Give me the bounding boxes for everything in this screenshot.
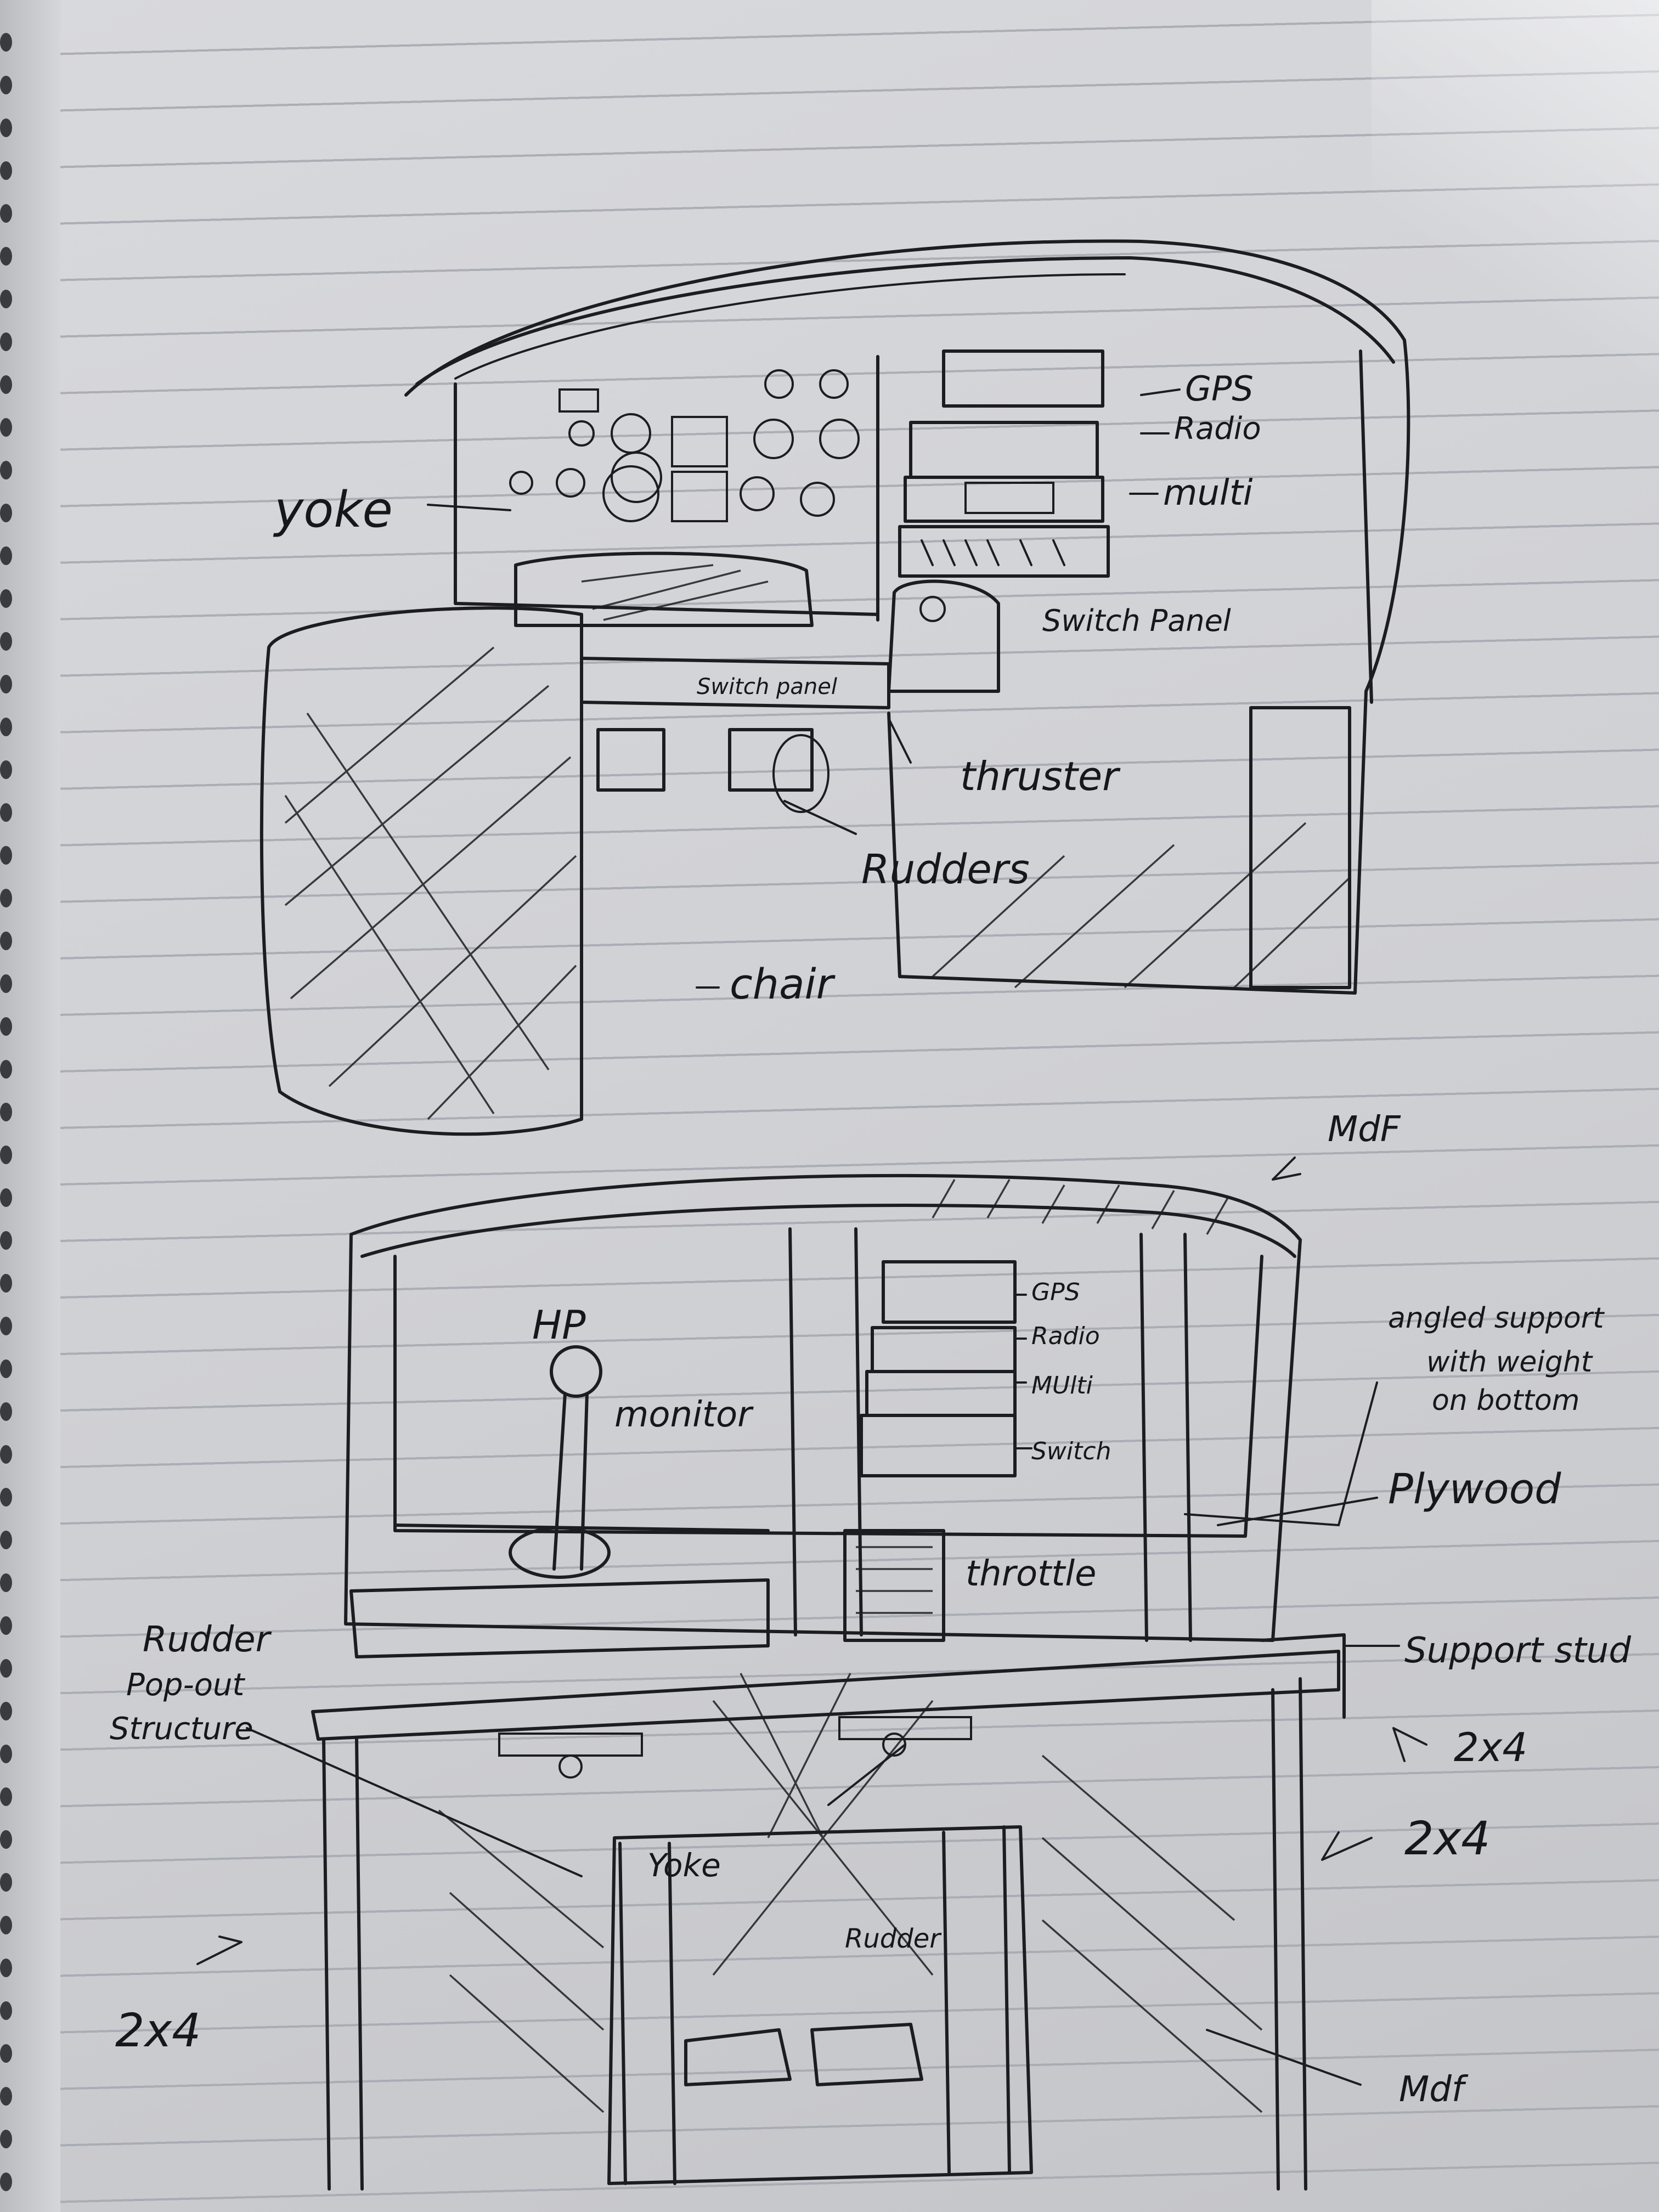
spiral-hole: [0, 675, 12, 693]
spiral-hole: [0, 1830, 12, 1849]
label-mdf-top: MdF: [1328, 1109, 1401, 1150]
spiral-hole: [0, 332, 12, 351]
bottom-rig-sketch: [196, 1156, 1427, 2191]
label-2x4-left: 2x4: [115, 2004, 201, 2057]
spiral-hole: [0, 418, 12, 437]
label-rudder-popout-2: Pop-out: [126, 1667, 246, 1703]
spiral-hole: [0, 1659, 12, 1678]
label-switch-small-top: Switch panel: [697, 674, 837, 699]
spiral-hole: [0, 461, 12, 479]
spiral-hole: [0, 846, 12, 865]
spiral-hole: [0, 760, 12, 779]
spiral-hole: [0, 119, 12, 137]
label-yoke-top: yoke: [273, 481, 393, 539]
label-rudder-popout-3: Structure: [110, 1711, 253, 1747]
label-gps-top: GPS: [1185, 369, 1254, 409]
label-radio-top: Radio: [1174, 411, 1261, 447]
spiral-hole: [0, 290, 12, 308]
spiral-hole: [0, 1274, 12, 1293]
spiral-hole: [0, 1573, 12, 1592]
spiral-hole: [0, 889, 12, 907]
spiral-hole: [0, 2172, 12, 2191]
label-multi-bottom: MUlti: [1031, 1372, 1093, 1400]
spiral-hole: [0, 1873, 12, 1892]
spiral-hole: [0, 2130, 12, 2148]
label-switch-panel-top: Switch Panel: [1042, 603, 1231, 638]
label-mdf-bottom: Mdf: [1399, 2069, 1469, 2110]
spiral-hole: [0, 504, 12, 522]
spiral-hole: [0, 247, 12, 266]
spiral-hole: [0, 2044, 12, 2063]
label-multi-top: multi: [1163, 473, 1253, 514]
label-chair-top: chair: [730, 960, 836, 1008]
label-yoke-bottom: Yoke: [647, 1847, 721, 1884]
label-gps-bottom: GPS: [1031, 1278, 1080, 1306]
spiral-hole: [0, 1787, 12, 1806]
spiral-hole: [0, 1060, 12, 1079]
label-support-stud: Support stud: [1404, 1630, 1631, 1671]
spiral-hole: [0, 718, 12, 736]
label-plywood: Plywood: [1388, 1464, 1561, 1513]
spiral-hole: [0, 76, 12, 94]
top-cockpit-sketch: [259, 239, 1410, 1136]
spiral-hole: [0, 1402, 12, 1421]
spiral-hole: [0, 1188, 12, 1207]
spiral-hole: [0, 803, 12, 822]
spiral-hole: [0, 2001, 12, 2020]
spiral-hole: [0, 1017, 12, 1036]
spiral-hole: [0, 1745, 12, 1763]
spiral-hole: [0, 2087, 12, 2106]
label-rudder-bottom: Rudder: [845, 1923, 942, 1954]
spiral-hole: [0, 1445, 12, 1464]
spiral-hole: [0, 546, 12, 565]
label-throttle-top: thruster: [960, 753, 1121, 799]
spiral-hole: [0, 33, 12, 52]
label-2x4-right-a: 2x4: [1454, 1724, 1527, 1770]
label-hp: HP: [532, 1302, 586, 1348]
spiral-hole: [0, 1702, 12, 1720]
label-2x4-right-b: 2x4: [1404, 1812, 1491, 1865]
spiral-hole: [0, 1146, 12, 1164]
spiral-hole: [0, 932, 12, 950]
spiral-hole: [0, 1317, 12, 1335]
spiral-hole: [0, 974, 12, 993]
label-radio-bottom: Radio: [1031, 1322, 1100, 1350]
spiral-hole: [0, 1959, 12, 1977]
spiral-hole: [0, 1488, 12, 1506]
spiral-hole: [0, 632, 12, 651]
spiral-hole: [0, 1103, 12, 1121]
label-angled-support-1: angled support: [1388, 1302, 1605, 1335]
label-switch-bottom: Switch: [1031, 1437, 1111, 1465]
label-angled-support-3: on bottom: [1432, 1384, 1579, 1417]
label-monitor: monitor: [614, 1395, 754, 1435]
label-rudder-popout-1: Rudder: [143, 1620, 272, 1660]
spiral-hole: [0, 1231, 12, 1250]
label-angled-support-2: with weight: [1426, 1346, 1593, 1379]
spiral-hole: [0, 161, 12, 180]
spiral-hole: [0, 1359, 12, 1378]
spiral-hole: [0, 1916, 12, 1934]
label-throttle-bottom: throttle: [966, 1554, 1096, 1594]
spiral-hole: [0, 204, 12, 223]
spiral-hole: [0, 1531, 12, 1549]
spiral-hole: [0, 375, 12, 394]
label-rudders-top: Rudders: [861, 846, 1030, 893]
spiral-hole: [0, 1616, 12, 1635]
spiral-hole: [0, 589, 12, 608]
light-glare: [1372, 0, 1659, 384]
